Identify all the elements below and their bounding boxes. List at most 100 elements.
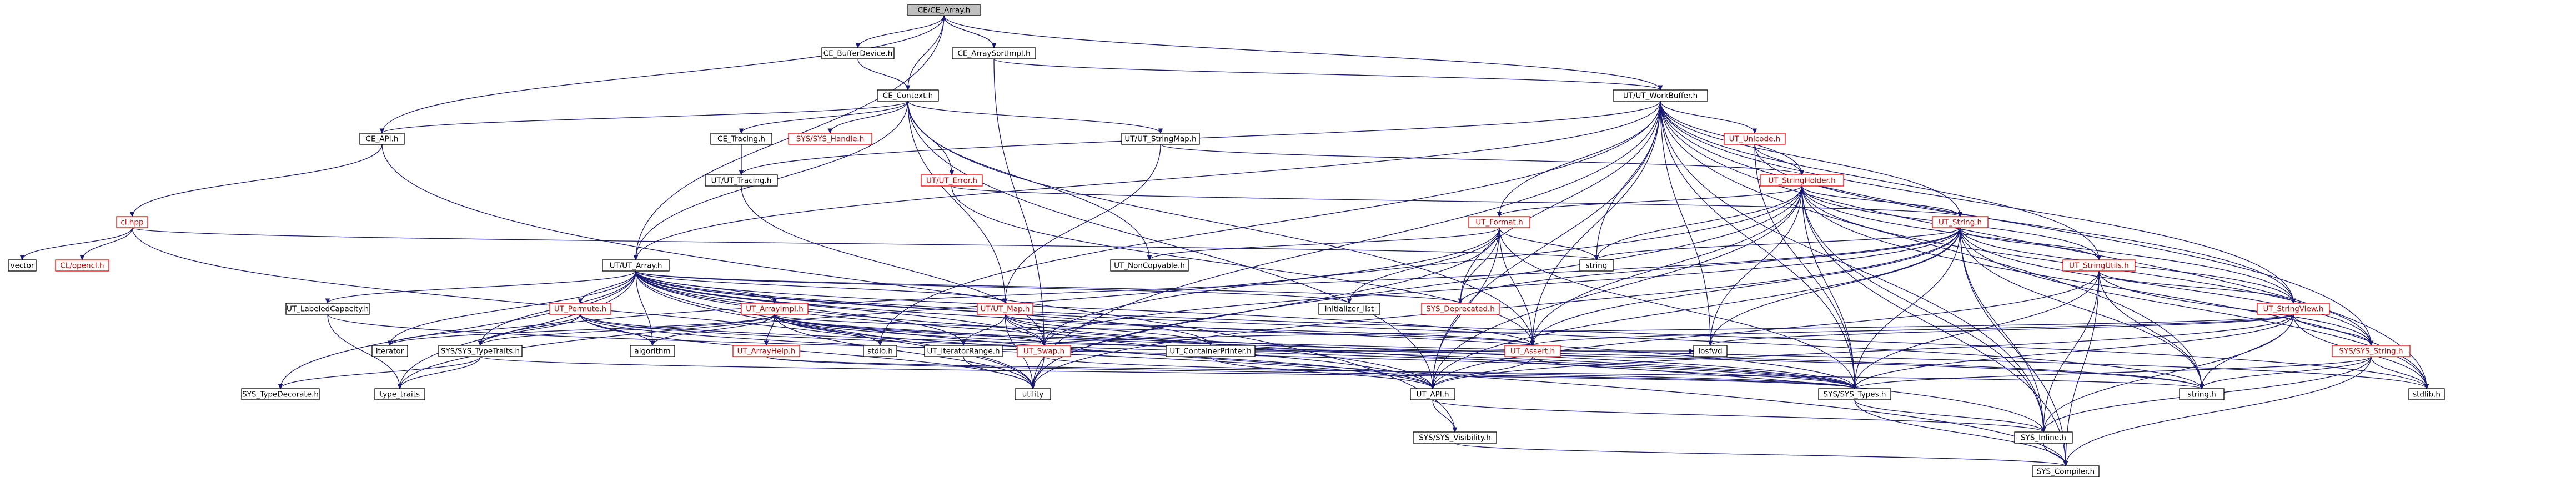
node-sys-types[interactable]: SYS/SYS_Types.h xyxy=(1818,388,1891,400)
node-ce-arraysortimpl[interactable]: CE_ArraySortImpl.h xyxy=(952,47,1036,59)
arrowhead-stdio xyxy=(877,340,883,347)
node-label: UT_String.h xyxy=(1939,218,1982,227)
edge-ut_array-to-ut_permute xyxy=(580,270,636,304)
node-sys-deprecated[interactable]: SYS_Deprecated.h xyxy=(1421,303,1500,315)
edge-ut_map-to-ut_containerprinter xyxy=(1005,314,1211,346)
node-ut-stringview[interactable]: UT_StringView.h xyxy=(2257,303,2330,315)
node-sys-visibility[interactable]: SYS/SYS_Visibility.h xyxy=(1413,431,1497,444)
node-algorithm[interactable]: algorithm xyxy=(630,345,675,357)
edge-ut_swap-to-sys_types xyxy=(1043,356,1855,389)
arrowhead-ut_stringutils xyxy=(2096,255,2102,261)
node-ut-noncopyable[interactable]: UT_NonCopyable.h xyxy=(1110,259,1189,272)
node-ut-swap[interactable]: UT_Swap.h xyxy=(1017,345,1071,357)
node-stdio[interactable]: stdio.h xyxy=(863,345,897,357)
edge-ut_workbuffer-to-ut_tracing xyxy=(741,101,1661,175)
edge-ut_workbuffer-to-ut_unicode xyxy=(1660,101,1755,134)
arrowhead-ut_string xyxy=(1957,212,1963,218)
node-label: stdlib.h xyxy=(2413,390,2441,399)
node-label: string xyxy=(1586,262,1608,270)
node-label: UT_Format.h xyxy=(1475,218,1523,227)
node-label: UT_StringHolder.h xyxy=(1768,177,1835,185)
node-ut-containerprinter[interactable]: UT_ContainerPrinter.h xyxy=(1166,345,1256,357)
node-utility[interactable]: utility xyxy=(1015,388,1051,400)
node-stdlib[interactable]: stdlib.h xyxy=(2408,388,2445,400)
node-cl-hpp[interactable]: cl.hpp xyxy=(116,216,148,228)
node-box xyxy=(1017,345,1071,357)
arrowhead-ce_bufferdevice xyxy=(855,43,861,49)
node-iosfwd[interactable]: iosfwd xyxy=(1693,345,1728,357)
node-ce-tracing[interactable]: CE_Tracing.h xyxy=(710,133,772,145)
node-ut-tracing[interactable]: UT/UT_Tracing.h xyxy=(705,174,778,187)
node-vector[interactable]: vector xyxy=(8,259,37,272)
node-box xyxy=(630,345,675,357)
node-label: CE_Context.h xyxy=(883,92,933,101)
arrowhead-type_traits xyxy=(397,384,403,390)
arrowhead-ce_array xyxy=(941,14,947,21)
arrowhead-ut_map xyxy=(1002,298,1008,304)
node-box xyxy=(741,303,809,315)
node-string[interactable]: string xyxy=(1579,259,1614,272)
node-ut-stringutils[interactable]: UT_StringUtils.h xyxy=(2062,259,2136,272)
node-sys-typetraits[interactable]: SYS/SYS_TypeTraits.h xyxy=(438,345,523,357)
edge-ut_workbuffer-to-stdlib xyxy=(1660,101,2427,389)
node-string-h[interactable]: string.h xyxy=(2179,388,2225,400)
node-sys-compiler[interactable]: SYS_Compiler.h xyxy=(2032,465,2100,477)
node-ce-bufferdevice[interactable]: CE_BufferDevice.h xyxy=(821,47,895,59)
node-ut-assert[interactable]: UT_Assert.h xyxy=(1504,345,1561,357)
node-label: UT_ArrayHelp.h xyxy=(737,347,796,356)
node-ut-stringholder[interactable]: UT_StringHolder.h xyxy=(1760,174,1844,187)
node-ut-arrayhelp[interactable]: UT_ArrayHelp.h xyxy=(732,345,800,357)
node-ut-unicode[interactable]: UT_Unicode.h xyxy=(1724,133,1786,145)
node-sys-handle[interactable]: SYS/SYS_Handle.h xyxy=(788,133,872,145)
node-box xyxy=(821,47,895,59)
node-ut-permute[interactable]: UT_Permute.h xyxy=(549,303,611,315)
node-ut-workbuffer[interactable]: UT/UT_WorkBuffer.h xyxy=(1613,89,1708,102)
node-label: CE_API.h xyxy=(366,135,399,144)
node-box xyxy=(374,388,425,400)
node-label: SYS/SYS_Visibility.h xyxy=(1419,434,1491,443)
node-ut-arrayimpl[interactable]: UT_ArrayImpl.h xyxy=(741,303,809,315)
node-ut-stringmap[interactable]: UT/UT_StringMap.h xyxy=(1121,133,1200,145)
edge-ut_workbuffer-to-sys_deprecated xyxy=(1460,101,1661,304)
edge-ut_stringholder-to-sys_inline xyxy=(1801,185,2044,433)
edge-ce_context-to-ut_assert xyxy=(907,101,1533,346)
edge-ce_arraysortimpl-to-ut_workbuffer xyxy=(993,58,1661,91)
node-cl-opencl[interactable]: CL/opencl.h xyxy=(55,259,109,272)
edge-ut_format-to-type_traits xyxy=(399,227,1500,389)
edge-ut_permute-to-iterator xyxy=(389,314,581,346)
edge-ce_array-to-ce_api xyxy=(381,15,945,134)
node-type-traits[interactable]: type_traits xyxy=(374,388,425,400)
node-ce-array[interactable]: CE/CE_Array.h xyxy=(907,4,981,16)
node-box xyxy=(1121,133,1200,145)
node-ut-error[interactable]: UT/UT_Error.h xyxy=(921,174,983,187)
edge-sys_string-to-string_h xyxy=(2201,356,2372,389)
node-box xyxy=(2332,345,2411,357)
edge-ut_array-to-ut_assert xyxy=(635,270,1533,346)
node-ce-context[interactable]: CE_Context.h xyxy=(877,89,939,102)
node-sys-inline[interactable]: SYS_Inline.h xyxy=(2014,431,2073,444)
node-initializer-list[interactable]: initializer_list xyxy=(1318,303,1380,315)
node-label: algorithm xyxy=(634,347,670,356)
node-label: UT_NonCopyable.h xyxy=(1114,262,1185,270)
node-ut-array[interactable]: UT/UT_Array.h xyxy=(602,259,670,272)
node-sys-string[interactable]: SYS/SYS_String.h xyxy=(2332,345,2411,357)
node-ut-format[interactable]: UT_Format.h xyxy=(1468,216,1530,228)
edge-ce_bufferdevice-to-ce_context xyxy=(857,58,908,91)
node-box xyxy=(788,133,872,145)
node-box xyxy=(438,345,523,357)
node-box xyxy=(1818,388,1891,400)
node-sys-typedecorate[interactable]: SYS_TypeDecorate.h xyxy=(241,388,320,400)
node-label: CL/opencl.h xyxy=(60,262,104,270)
edge-ut_string-to-ut_assert xyxy=(1532,227,1961,346)
node-ut-api[interactable]: UT_API.h xyxy=(1410,388,1455,400)
node-box xyxy=(602,259,670,272)
node-ut-iteratorrange[interactable]: UT_IteratorRange.h xyxy=(924,345,1003,357)
node-ut-labeledcapacity[interactable]: UT_LabeledCapacity.h xyxy=(285,303,370,315)
node-ut-string[interactable]: UT_String.h xyxy=(1932,216,1989,228)
node-iterator[interactable]: iterator xyxy=(371,345,408,357)
node-box xyxy=(1468,216,1530,228)
node-ut-map[interactable]: UT/UT_Map.h xyxy=(977,303,1033,315)
node-label: UT_ArrayImpl.h xyxy=(746,305,804,314)
node-ce-api[interactable]: CE_API.h xyxy=(359,133,405,145)
edge-ut_string-to-ut_swap xyxy=(1043,227,1961,346)
